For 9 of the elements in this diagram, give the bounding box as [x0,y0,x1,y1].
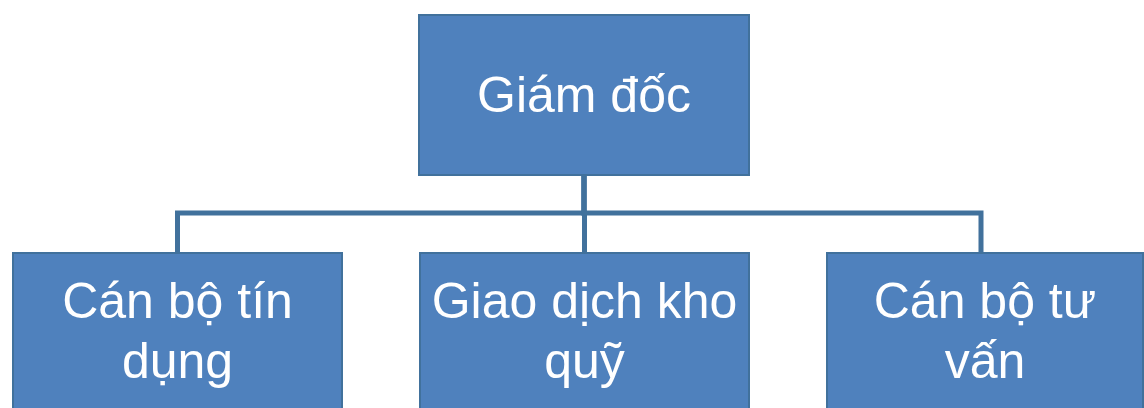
org-box [419,252,750,408]
org-box [12,252,343,408]
box-label: Giám đốc [477,66,691,125]
connector-line [581,176,984,252]
box-label: Cán bộ tín dụng [61,272,294,391]
box-label: Cán bộ tư vấn [872,272,1098,391]
org-box [826,252,1144,408]
box-label: Giao dịch kho quỹ [430,272,739,391]
org-box [418,14,750,176]
